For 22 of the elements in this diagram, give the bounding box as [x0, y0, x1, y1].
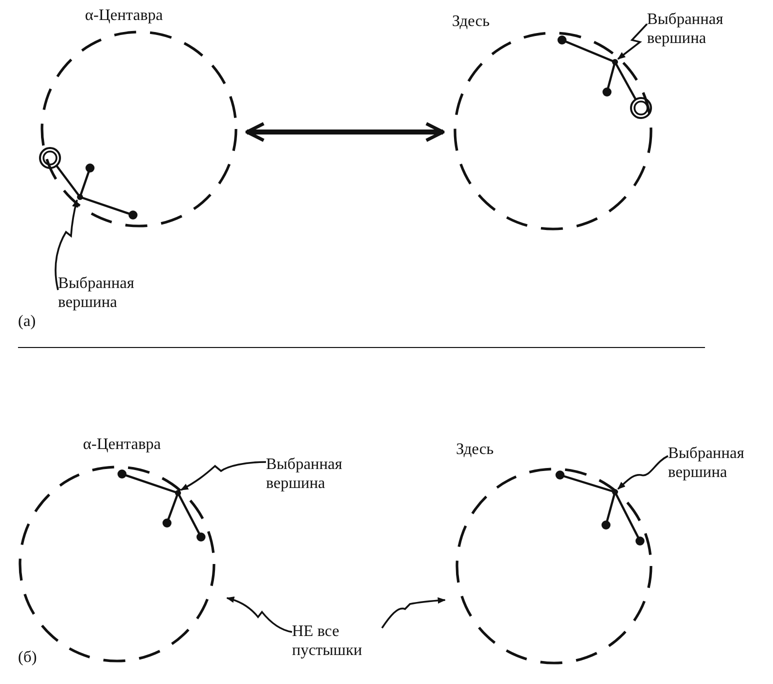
- circle-label: Здесь: [456, 440, 494, 459]
- leader-arrow: [617, 23, 648, 60]
- panel-label: (а): [18, 312, 36, 331]
- callout-text: НЕ все пустышки: [292, 622, 382, 660]
- callout-text: Выбранная вершина: [58, 274, 158, 312]
- vertex-point: [175, 490, 181, 496]
- leader-arrow: [54, 199, 78, 290]
- callout-text: Выбранная вершина: [266, 455, 366, 493]
- vertex-point: [612, 489, 618, 495]
- vertex-point: [612, 59, 618, 65]
- double-arrow: [245, 122, 445, 142]
- vertex-point: [77, 194, 83, 200]
- leader-arrow: [617, 455, 668, 490]
- panel-label: (б): [18, 648, 37, 667]
- leader-arrow: [381, 597, 446, 628]
- circle-label: Здесь: [452, 12, 490, 31]
- circle-label: α-Центавра: [83, 435, 161, 454]
- leader-arrow: [226, 596, 292, 633]
- callout-text: Выбранная вершина: [668, 444, 768, 482]
- leader-arrow: [180, 461, 266, 491]
- callout-text: Выбранная вершина: [647, 10, 747, 48]
- circle-label: α-Центавра: [85, 6, 163, 25]
